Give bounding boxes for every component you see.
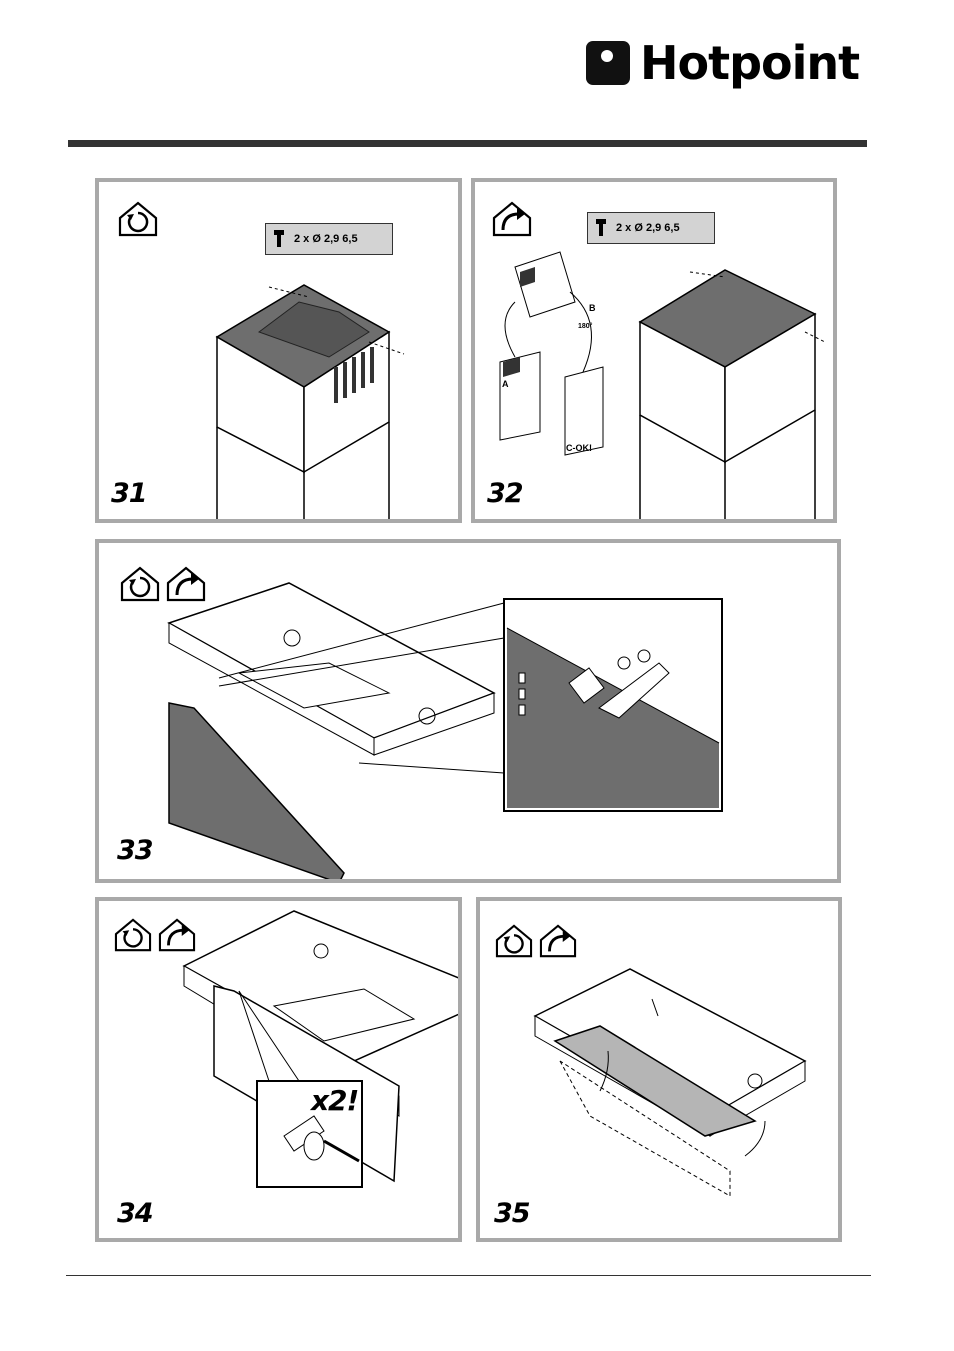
- figure-35-panel: 35: [476, 897, 842, 1242]
- figure-33-panel: 33: [95, 539, 841, 883]
- chimney-recirculation-illustration: [215, 284, 405, 519]
- header-rule: [68, 140, 867, 147]
- figure-number: 35: [494, 1198, 531, 1229]
- screw-icon: [274, 230, 284, 248]
- recirculation-icon: [114, 918, 152, 952]
- screw-spec-text: 2 x Ø 2,9 6,5: [616, 222, 680, 234]
- figure-number: 34: [117, 1198, 154, 1229]
- label-angle: 180°: [578, 323, 593, 330]
- ducted-exhaust-icon: [539, 924, 577, 958]
- screw-spec-box: 2 x Ø 2,9 6,5: [587, 212, 715, 244]
- recirculation-icon: [495, 924, 533, 958]
- hood-front-panel-illustration: [167, 582, 723, 879]
- footer-rule: [66, 1275, 871, 1276]
- hotpoint-logo: Hotpoint: [586, 36, 860, 90]
- ducted-exhaust-icon: [166, 566, 206, 602]
- chimney-ducted-illustration: [499, 251, 826, 519]
- logo-mark-icon: [586, 41, 630, 85]
- figure-34-panel: x2! 34: [95, 897, 462, 1242]
- screw-icon: [596, 219, 606, 237]
- filter-panel-illustration: [533, 968, 807, 1197]
- figure-number: 33: [117, 835, 154, 866]
- screw-spec-box: 2 x Ø 2,9 6,5: [265, 223, 393, 255]
- label-b: B: [589, 303, 596, 313]
- recirculation-icon: [118, 201, 158, 237]
- figure-number: 32: [487, 478, 524, 509]
- figure-number: 31: [111, 478, 148, 509]
- ducted-exhaust-icon: [492, 201, 532, 237]
- front-panel-mounting-illustration: [182, 910, 458, 1188]
- ducted-exhaust-icon: [158, 918, 196, 952]
- label-a: A: [502, 379, 509, 389]
- figure-32-panel: 2 x Ø 2,9 6,5 A B 180° C-OK! 32: [471, 178, 837, 523]
- label-c-ok: C-OK!: [566, 443, 592, 453]
- brand-name: Hotpoint: [640, 36, 860, 90]
- recirculation-icon: [120, 566, 160, 602]
- figure-31-panel: 2 x Ø 2,9 6,5 31: [95, 178, 462, 523]
- callout-x2: x2!: [311, 1084, 359, 1117]
- screw-spec-text: 2 x Ø 2,9 6,5: [294, 233, 358, 245]
